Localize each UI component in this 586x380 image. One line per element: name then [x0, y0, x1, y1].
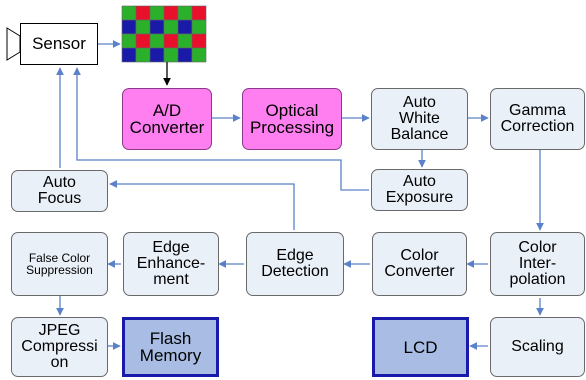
- bayer-cell-red: [163, 5, 179, 21]
- bayer-cell-green: [149, 5, 165, 21]
- bayer-cell-green: [177, 5, 193, 21]
- bayer-cell-green: [163, 47, 179, 63]
- bayer-cell-green: [121, 33, 137, 49]
- bayer-cell-red: [191, 5, 207, 21]
- lens-shape: [6, 27, 21, 61]
- bayer-cell-red: [135, 33, 151, 49]
- bayer-cell-green: [149, 33, 165, 49]
- arrow-edge-to-focus: [109, 180, 295, 230]
- bayer-cell-blue: [149, 19, 165, 35]
- bayer-cell-blue: [177, 47, 193, 63]
- bayer-cell-green: [121, 5, 137, 21]
- bayer-cell-red: [163, 33, 179, 49]
- bayer-cell-red: [135, 5, 151, 21]
- bayer-cell-green: [191, 47, 207, 63]
- bayer-cell-red: [191, 33, 207, 49]
- bayer-cell-blue: [121, 47, 137, 63]
- connectors: [56, 40, 544, 350]
- bayer-cell-blue: [149, 47, 165, 63]
- bayer-cell-blue: [177, 19, 193, 35]
- bayer-filter-mosaic: [121, 5, 207, 63]
- bayer-cell-green: [135, 47, 151, 63]
- bayer-cell-blue: [121, 19, 137, 35]
- bayer-cell-green: [191, 19, 207, 35]
- bayer-cell-green: [177, 33, 193, 49]
- arrow-exposure-to-sensor: [73, 67, 369, 191]
- bayer-cell-green: [135, 19, 151, 35]
- bayer-cell-green: [163, 19, 179, 35]
